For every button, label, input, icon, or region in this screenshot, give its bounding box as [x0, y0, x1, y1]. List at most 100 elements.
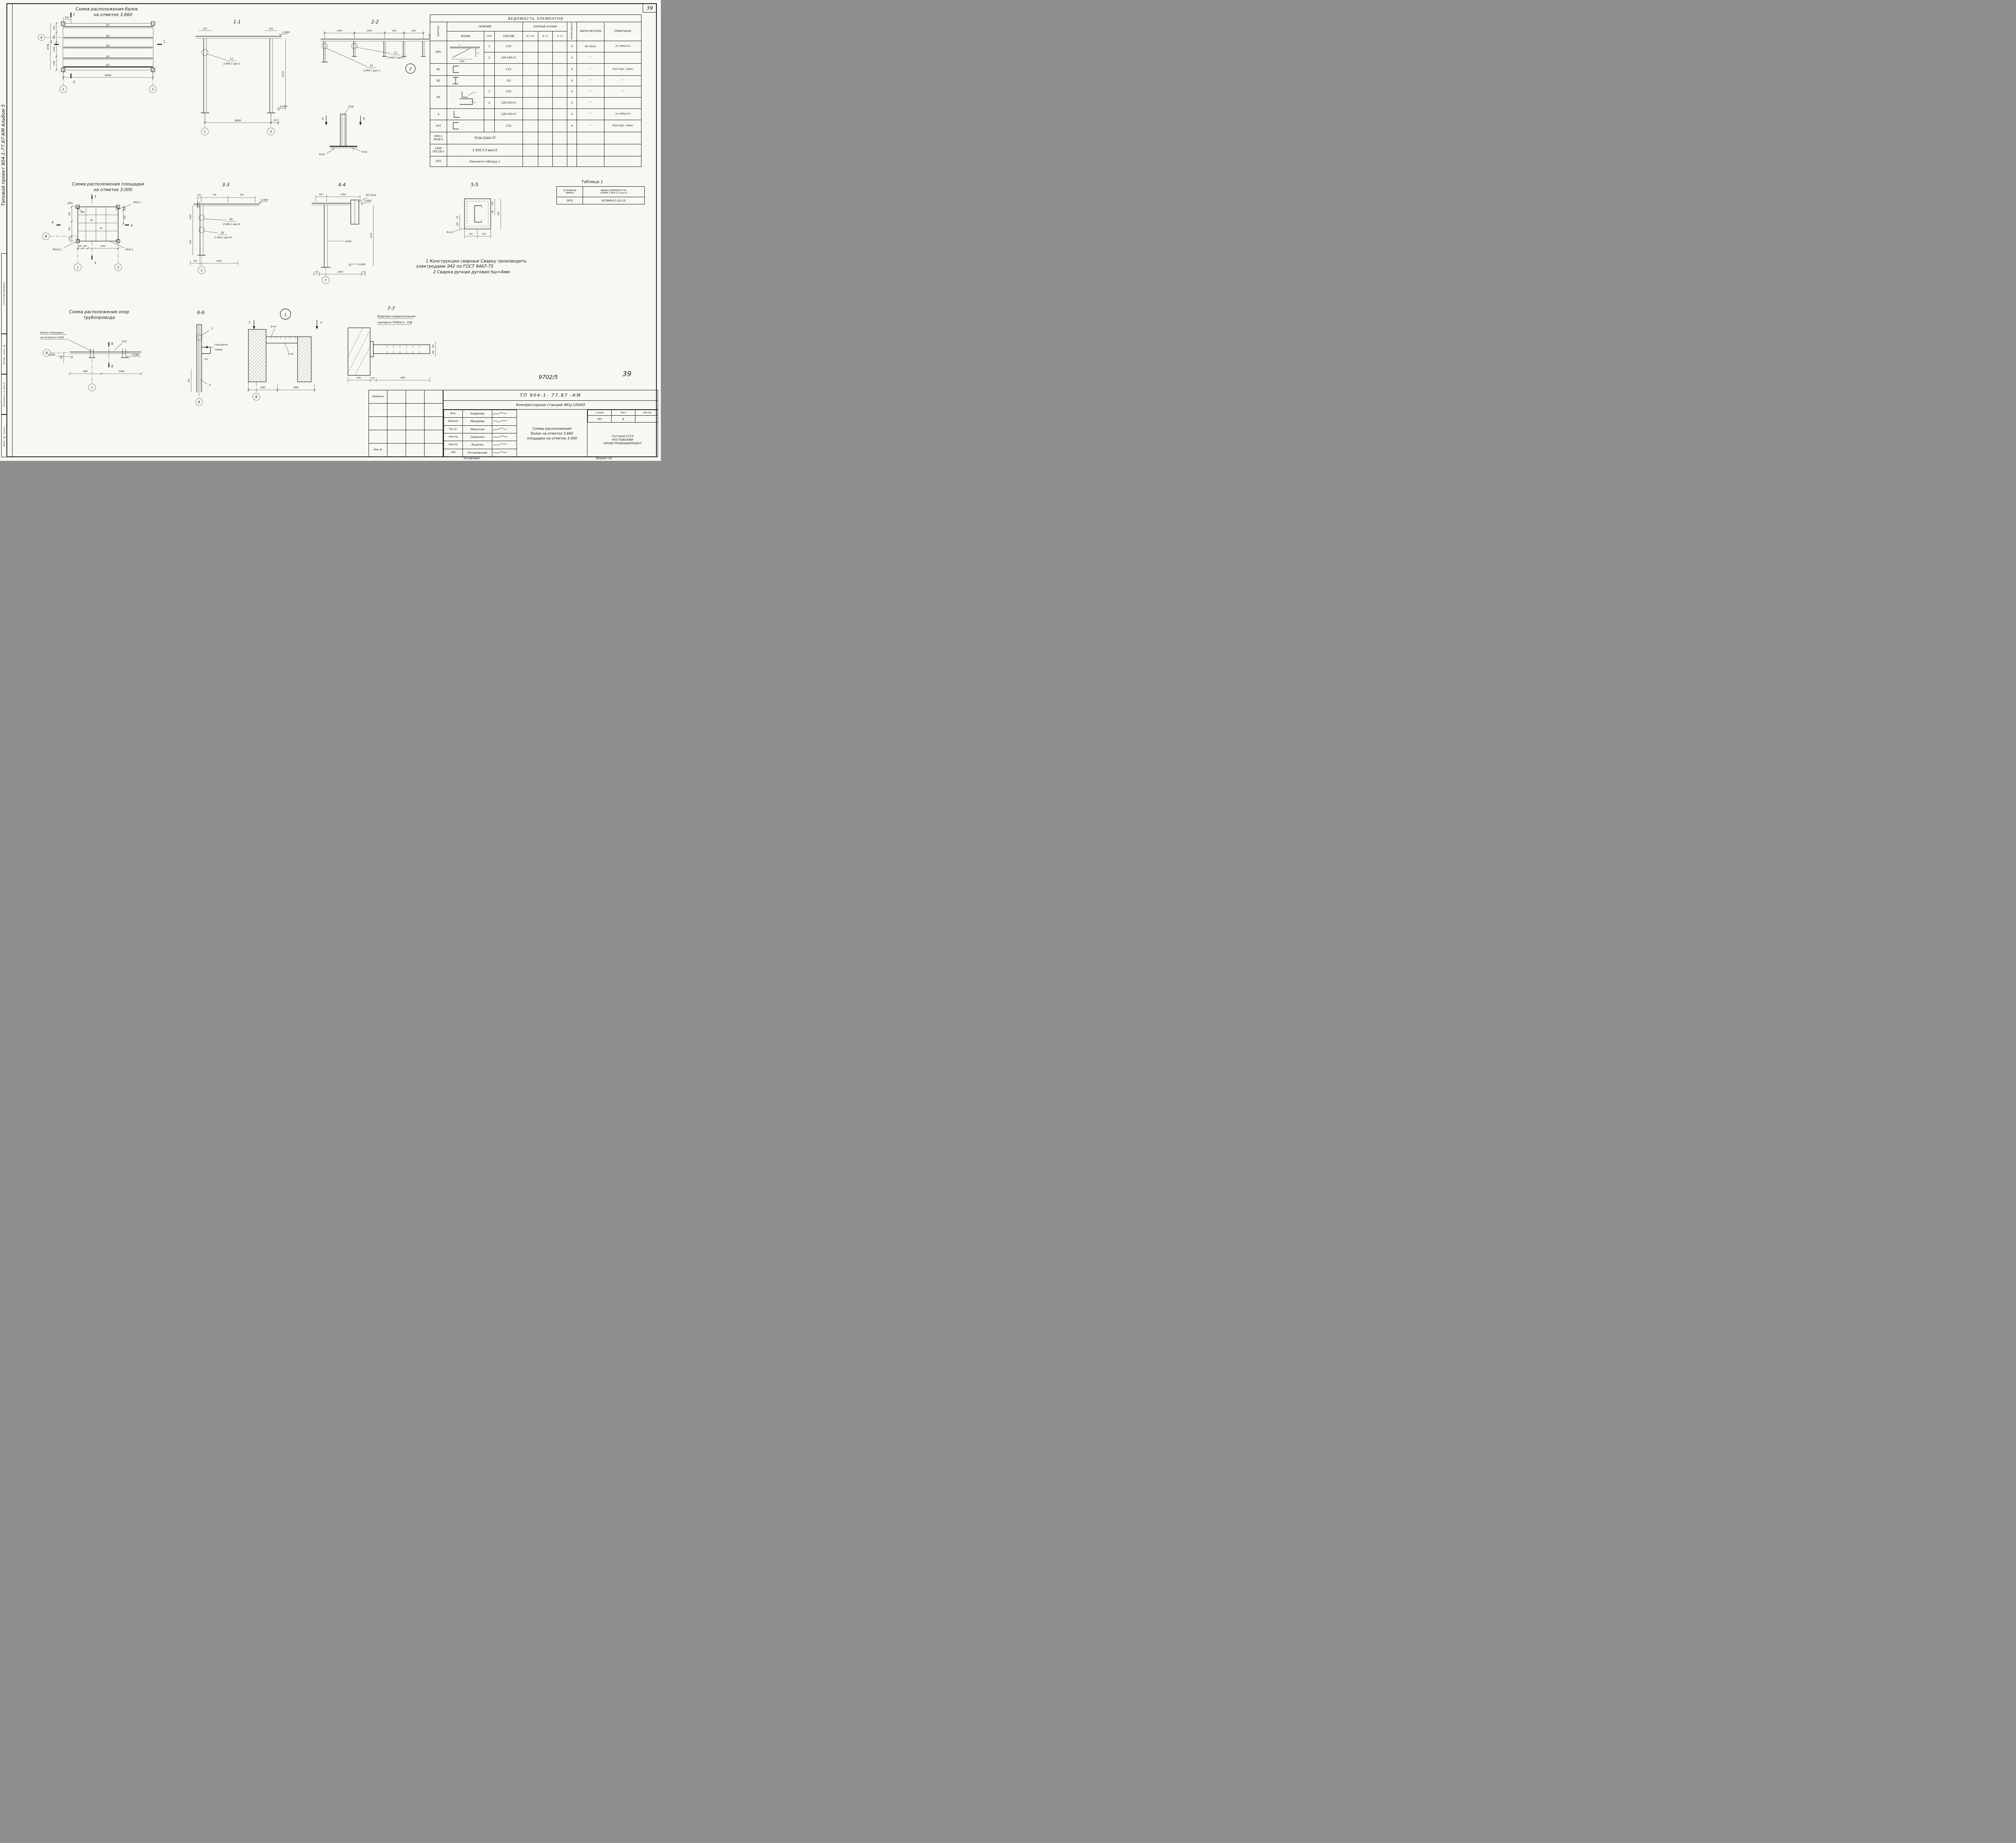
plan-platform-title: Схема расположения площадки на отметке 3… [72, 182, 144, 192]
ved-h-n: N, тс [538, 31, 553, 41]
view-1-weld-labels: б=8 б=8 [271, 326, 294, 356]
ved-marka: СК1 [430, 119, 447, 132]
ved-gruppa: 4 [567, 63, 577, 76]
plan-supports-title-1: Схема расположения опор [69, 310, 129, 314]
stadia-header: Стадия [587, 410, 612, 416]
cut-mark-7-right: 7 [320, 321, 322, 325]
note-line-1: 1 Конструкции сварные Сварку производить [426, 259, 527, 264]
section-1-1-dimensions: 120 100 3.660 -0.050 3710 6000 150 [199, 28, 289, 125]
sketch-pos-1: 1 [459, 44, 460, 47]
section-6-6-title: 6-6 [197, 310, 205, 315]
sheet-title-line-1: Схемы расположения [532, 426, 572, 431]
sketch-channel [453, 122, 459, 129]
person-name: Осташевский [462, 448, 492, 457]
dim-1200: 1200 [100, 245, 105, 248]
ved-row-kr1: КР1 1000 1 2 1 С10 4 ВСт3кп2 по гибк [430, 40, 642, 64]
pos-label-1: 1 [211, 327, 213, 330]
table1-c2: ОГЛМХЭ 5-10.15 [583, 197, 645, 204]
stamp-signature-table: Инж. Андреева Вединж Макарова Рук.гр. [444, 410, 517, 457]
elevation-3660: 3.660 [282, 31, 289, 34]
signature-cell [492, 441, 517, 449]
weld-size-label: б=8 [362, 151, 367, 154]
sketch-kr1: 1000 1 2 [450, 44, 480, 63]
plan-beams-geometry [61, 21, 155, 72]
label-b3: Б3 [100, 227, 102, 230]
stamp-doc-code: ТП 904-1- 77.87 -КМ [443, 390, 658, 401]
dim-150: 150 [273, 119, 277, 122]
inv-label: Инв. № подл. [3, 425, 6, 446]
plan-supports-cut-marks: Б Б [108, 342, 113, 368]
dim-100: 100 [371, 377, 375, 379]
section-3-3-title: 3-3 [222, 182, 230, 187]
plan-platform-callouts: РН5-1 ОП1 РН14-1 РН5-1 [52, 201, 141, 251]
sketch-dim: 1000 [460, 60, 464, 63]
ved-gruppa: 4 [567, 75, 577, 86]
plan-platform-title-1: Схема расположения площадки [72, 182, 144, 187]
dim-100: 100 [432, 350, 435, 354]
plan-supports-callouts: Балка площадки на отметке 3.000 СК1 [40, 331, 127, 352]
section-3-3-drawing: 3-3 100 700 700 3.000 90 2.440-1 вып.6 9… [190, 182, 268, 274]
role-label: Начотд [444, 433, 463, 441]
sketch-pos-2: 2 [474, 102, 475, 104]
ved-row-b2: Б2 I10 4 " " [430, 75, 642, 86]
section-5-5-dimensions: 120 80 200 50 100 100 100 б=12 [447, 199, 501, 238]
ved-row-sk1: СК1 С10 4 " Конструк- тивно [430, 119, 642, 132]
ved-metall: " [577, 85, 604, 98]
ved-h-oporn: ОПОРНЫЕ УСИЛИЯ [523, 21, 567, 32]
drawing-sheet: Типовой проект 904-1-77.87-КМ Альбом 5 С… [0, 0, 661, 461]
title-block-main: ТП 904-1- 77.87 -КМ Компрессорная станци… [443, 390, 658, 457]
section-2-2-title: 2-2 [371, 19, 379, 25]
dim-200: 200 [78, 245, 81, 248]
ved-prim [604, 52, 642, 64]
section-4-4-dimensions-top: 400 1200 [315, 194, 360, 202]
ved-span-ref: Смотрите таблицу 1 [447, 156, 523, 167]
element-list-table: ВЕДОМОСТЬ ЭЛЕМЕНТОВ МАРКА СЕЧЕНИЕ ОПОРНЫ… [429, 15, 642, 167]
cut-mark-2-top: 2 [73, 12, 75, 16]
section-2-2-dimensions: 1400 1430 930 930 [323, 30, 425, 39]
signature-cell [492, 448, 517, 457]
cut-mark-3-top: 3 [94, 195, 96, 198]
section-1-1-weld-ref: 12 2.440-1 вып.1 [201, 49, 240, 65]
label-op1: ОП1 [67, 202, 73, 205]
dim-150: 150 [124, 207, 126, 210]
section-4-4-drawing: 4-4 400 1200 ОГС18.4 3.000 СХ40 0.000 21… [312, 182, 376, 284]
elevation-3000: 3.000 [261, 198, 268, 202]
cut-mark-7-left: 7 [248, 321, 250, 325]
dim-100: 100 [432, 344, 435, 348]
org-line-2: РОСТОВСКИЙ [612, 437, 633, 441]
dim-400: 400 [294, 386, 298, 389]
ved-row-op1: ОП1 Смотрите таблицу 1 [430, 156, 642, 167]
ved-poz: 2 [484, 97, 495, 109]
view-bubble-1: 1 [284, 313, 287, 317]
ved-prim: Конструк- тивно [604, 63, 642, 76]
ved-metall: " [577, 63, 604, 76]
connector-note-2: смотрите ТП904-1- -КЖ [377, 321, 412, 324]
weld-num: 12 [230, 57, 233, 60]
ved-h-sostav: СОСТАВ [494, 31, 523, 41]
role-label: ГИП [444, 448, 463, 457]
signature-scribble [493, 436, 508, 438]
ved-sostav: С10 [494, 119, 523, 132]
plan-supports-geometry [70, 349, 141, 358]
view-1-geometry [248, 329, 312, 382]
plan-beams-title: Схема расположения балок на отметке 3.66… [76, 7, 138, 17]
dim-50: 50 [456, 216, 459, 219]
section-5-5-drawing: 5-5 120 80 200 50 100 100 100 б=12 [447, 182, 501, 238]
role-label: Вединж [444, 417, 463, 426]
section-7-7-notes: Изделие соединительное смотрите ТП904-1-… [377, 315, 416, 325]
table1-title: Таблица 1 [581, 180, 603, 184]
section-1-1-geometry [196, 36, 281, 113]
dim-930: 930 [412, 30, 416, 32]
section-3-3-geometry: 3.000 [194, 198, 268, 256]
org-line-3: ПРОМСТРОЙНИИПРОЕКТ [603, 441, 642, 445]
ved-sostav: L50×50×5 [494, 97, 523, 109]
sketch-ibeam [453, 77, 458, 84]
plan-supports-elevations: 4.295 4.290 [48, 354, 141, 359]
stamp-object-name: Компрессорная станция 4КЦ-100АО [443, 400, 658, 410]
person-name: Моргунов [462, 425, 492, 433]
label-ogs18-4: ОГС18.4 [366, 194, 376, 197]
elevation-3000: 3.000 [364, 199, 371, 202]
role-label: Рук.гр. [444, 425, 463, 433]
